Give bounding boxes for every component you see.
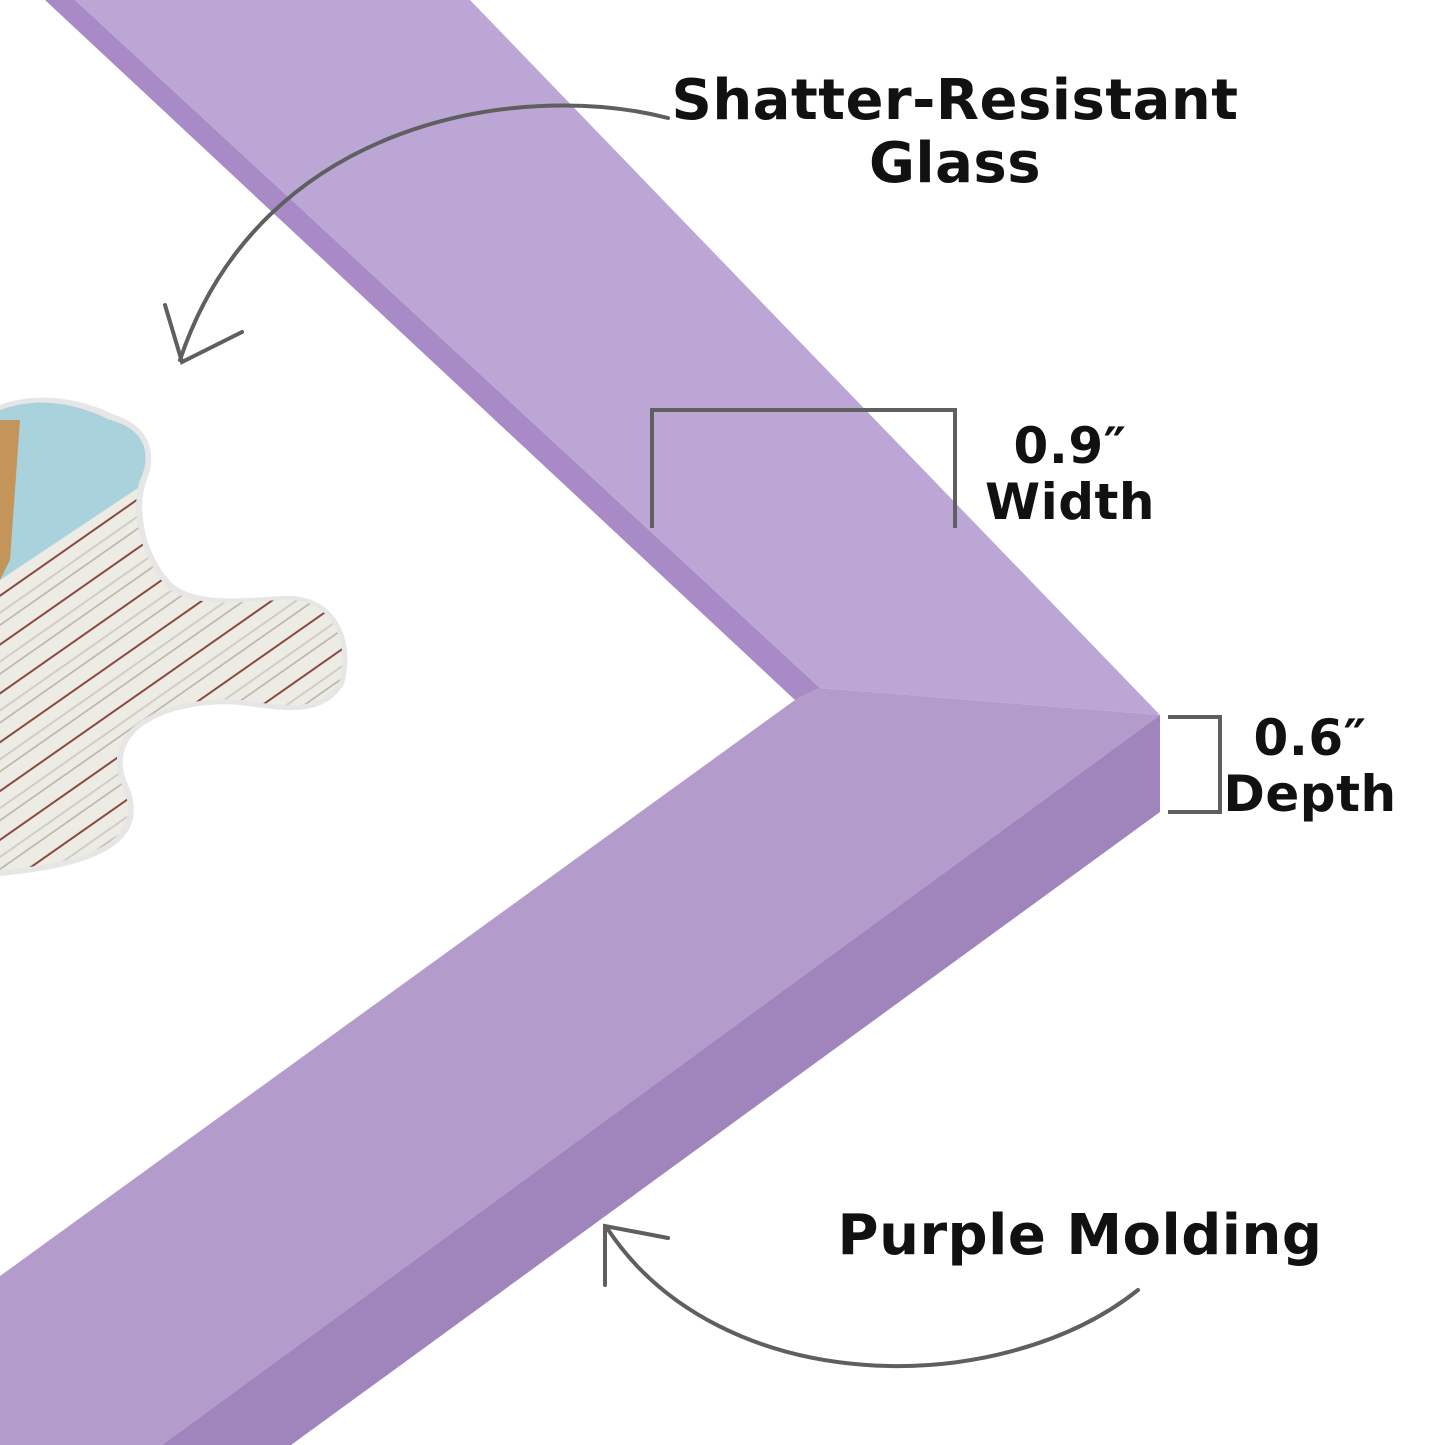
puzzle-photo	[0, 397, 348, 876]
molding-callout: Purple Molding	[837, 1203, 1323, 1268]
glass-arrow-icon	[163, 103, 670, 365]
frame-bottom-face	[0, 688, 1160, 1445]
depth-callout: 0.6″ Depth	[1215, 710, 1405, 822]
depth-value: 0.6″	[1253, 709, 1367, 767]
width-label: Width	[984, 473, 1156, 531]
width-callout: 0.9″ Width	[970, 418, 1170, 530]
depth-bracket	[1168, 715, 1222, 814]
glass-callout: Shatter-Resistant Glass	[660, 68, 1250, 196]
frame-side-depth	[162, 715, 1160, 1445]
glass-callout-line1: Shatter-Resistant	[671, 68, 1239, 133]
molding-arrow-icon	[603, 1223, 1140, 1368]
frame-top-face	[75, 0, 1160, 715]
width-bracket	[650, 408, 957, 528]
glass-callout-line2: Glass	[868, 130, 1042, 196]
depth-label: Depth	[1223, 765, 1397, 823]
width-value: 0.9″	[1013, 417, 1127, 475]
frame-inner-lip	[45, 0, 820, 700]
